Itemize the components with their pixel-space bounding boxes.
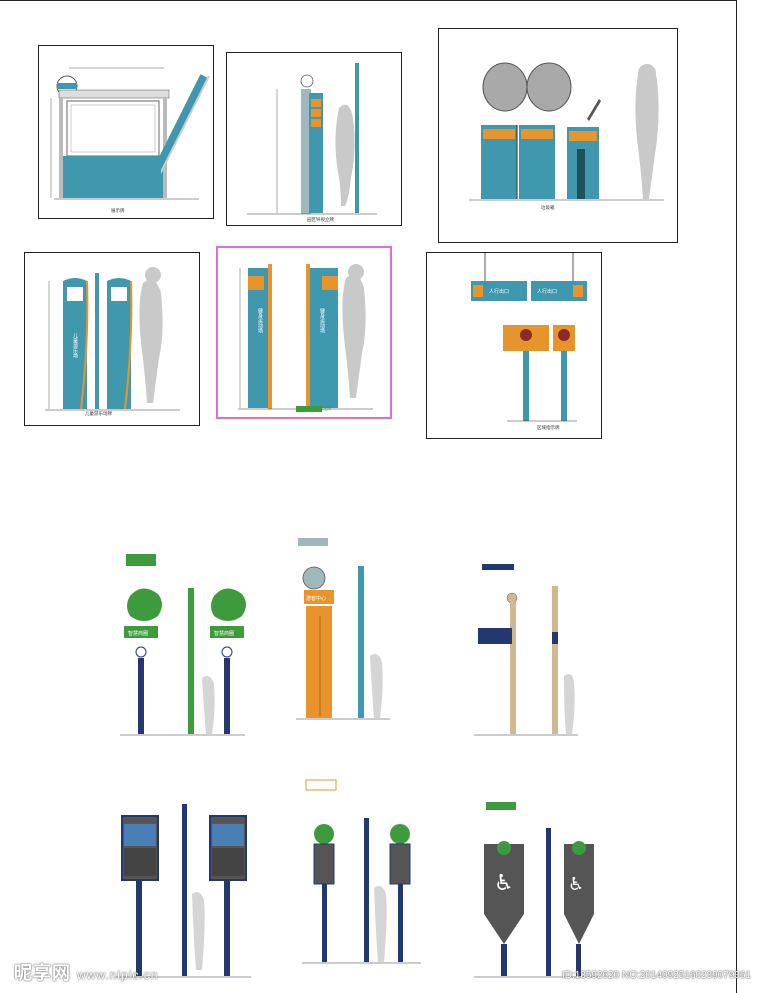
bulletin-board-drawing <box>50 67 210 200</box>
orange-directory-text: 游客中心 <box>306 595 326 602</box>
panel-caption: 垃圾箱 <box>541 205 555 210</box>
design-map-board[interactable] <box>106 794 256 979</box>
watermark-id: ID:13592620 NO:20140925160239079361 <box>561 970 751 981</box>
fitness-sign-text-left: 健身运动场 <box>257 307 263 334</box>
panel-playground-sign[interactable]: 儿童游乐场 儿童游乐场牌 <box>24 252 200 426</box>
arrow-right-text: 人行出口 <box>537 288 557 295</box>
panel-caption: 展示牌 <box>111 208 125 213</box>
drawing-sheet <box>0 0 737 993</box>
wheelchair-icon: ♿ <box>494 871 514 896</box>
direction-sign-drawing: 人行出口 人行出口 <box>471 253 587 422</box>
directory-pylon-drawing <box>247 63 377 215</box>
fitness-sign-text-right: 健身运动场 <box>319 307 325 334</box>
watermark-logo-text: 昵享网 <box>14 963 71 983</box>
panel-directory-pylon[interactable]: 园区导视立牌 <box>226 52 402 226</box>
design-tan-pole-sign[interactable] <box>470 556 580 740</box>
panel-direction-sign[interactable]: 人行出口 人行出口 区域指示牌 <box>426 252 602 439</box>
arrow-left-text: 人行出口 <box>489 288 509 295</box>
trash-bins-drawing <box>469 62 664 201</box>
mascot-sign-text-left: 智慧商圈 <box>128 630 148 637</box>
panel-fitness-sign[interactable]: 健身运动场 健身运动场 健身运动场牌 <box>216 246 392 419</box>
watermark-logo: 昵享网 www.nipic.cn <box>14 959 158 985</box>
fitness-sign-drawing: 健身运动场 健身运动场 <box>238 264 373 412</box>
playground-sign-text: 儿童游乐场 <box>72 332 78 359</box>
design-compass-sign[interactable] <box>296 778 426 968</box>
panel-caption: 健身运动场牌 <box>304 406 331 411</box>
design-green-mascot-sign[interactable]: 智慧商圈 智慧商圈 <box>110 548 250 748</box>
wheelchair-icon: ♿ <box>568 874 584 895</box>
design-accessibility-sign[interactable]: ♿ ♿ <box>470 798 600 980</box>
playground-sign-drawing: 儿童游乐场 <box>45 267 180 411</box>
panel-caption: 园区导视立牌 <box>307 217 334 222</box>
design-orange-directory[interactable]: 游客中心 <box>290 536 400 726</box>
panel-trash-bins[interactable]: 垃圾箱 <box>438 28 678 243</box>
panel-bulletin-board[interactable]: 展示牌 <box>38 45 214 219</box>
panel-caption: 儿童游乐场牌 <box>85 411 112 416</box>
panel-caption: 区域指示牌 <box>537 425 560 430</box>
mascot-sign-text-right: 智慧商圈 <box>214 630 234 637</box>
watermark-url: www.nipic.cn <box>77 968 159 982</box>
